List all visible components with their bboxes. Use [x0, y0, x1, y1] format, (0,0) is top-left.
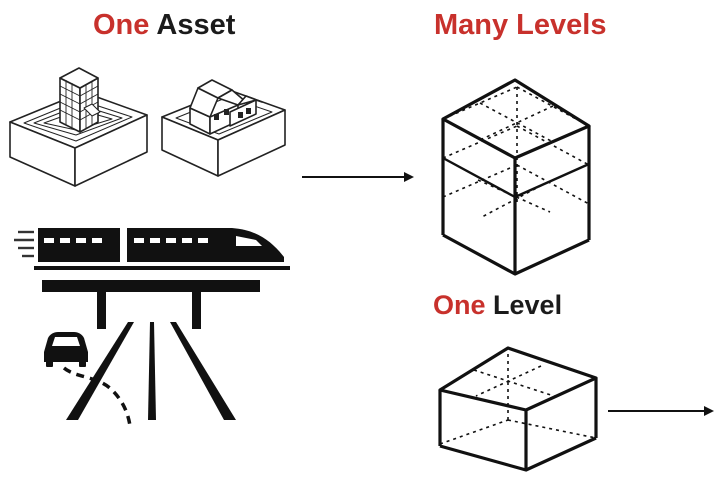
heading-one-level: One Level [433, 288, 562, 322]
building-block-icon [9, 67, 148, 187]
heading-one-level-highlight: One [433, 290, 486, 320]
heading-one-asset: One Asset [93, 8, 235, 42]
train-bridge-icon [14, 228, 290, 427]
heading-many-levels: Many Levels [434, 9, 607, 41]
heading-one-asset-rest: Asset [156, 9, 236, 41]
heading-one-level-rest: Level [493, 290, 563, 320]
single-level-cube-icon [438, 346, 598, 472]
heading-one-asset-highlight: One [93, 9, 150, 41]
house-block-icon [161, 79, 286, 177]
car-icon [44, 332, 88, 367]
multi-level-cube-icon [441, 78, 591, 276]
